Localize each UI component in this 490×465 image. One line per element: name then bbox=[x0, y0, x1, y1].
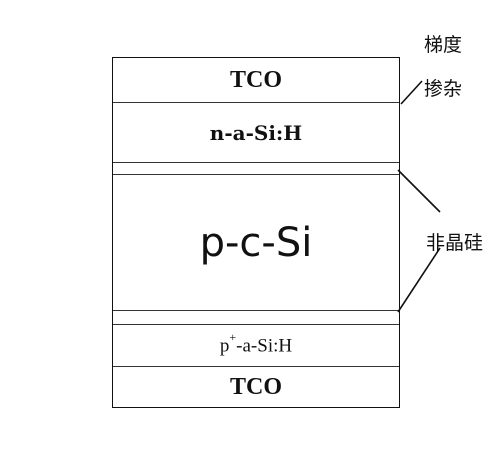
amorphous-leader-line-lower bbox=[397, 247, 441, 313]
p-plus-a-si-h-layer: p+-a-Si:H bbox=[113, 325, 399, 367]
amorphous-leader-line-upper bbox=[397, 169, 441, 213]
n-a-si-h-layer: n-a-Si:H bbox=[113, 103, 399, 163]
n-a-si-h-label: n-a-Si:H bbox=[209, 120, 303, 145]
p-c-si-label: p-c-Si bbox=[199, 219, 313, 266]
gradient-doping-label-line2: 掺杂 bbox=[424, 78, 463, 100]
tco-top-layer: TCO bbox=[113, 58, 399, 103]
intrinsic-layer-bottom bbox=[113, 311, 399, 325]
gradient-doping-label-line1: 梯度 bbox=[424, 34, 463, 56]
tco-bottom-layer: TCO bbox=[113, 367, 399, 407]
p-c-si-layer: p-c-Si bbox=[113, 175, 399, 311]
intrinsic-layer-top bbox=[113, 163, 399, 175]
tco-bottom-label: TCO bbox=[229, 373, 282, 400]
layer-stack: TCO n-a-Si:H p-c-Si p+-a-Si:H TCO bbox=[112, 57, 400, 408]
p-plus-a-si-h-label: p+-a-Si:H bbox=[219, 330, 293, 357]
tco-top-label: TCO bbox=[229, 66, 282, 93]
gradient-doping-leader-line bbox=[400, 80, 423, 105]
